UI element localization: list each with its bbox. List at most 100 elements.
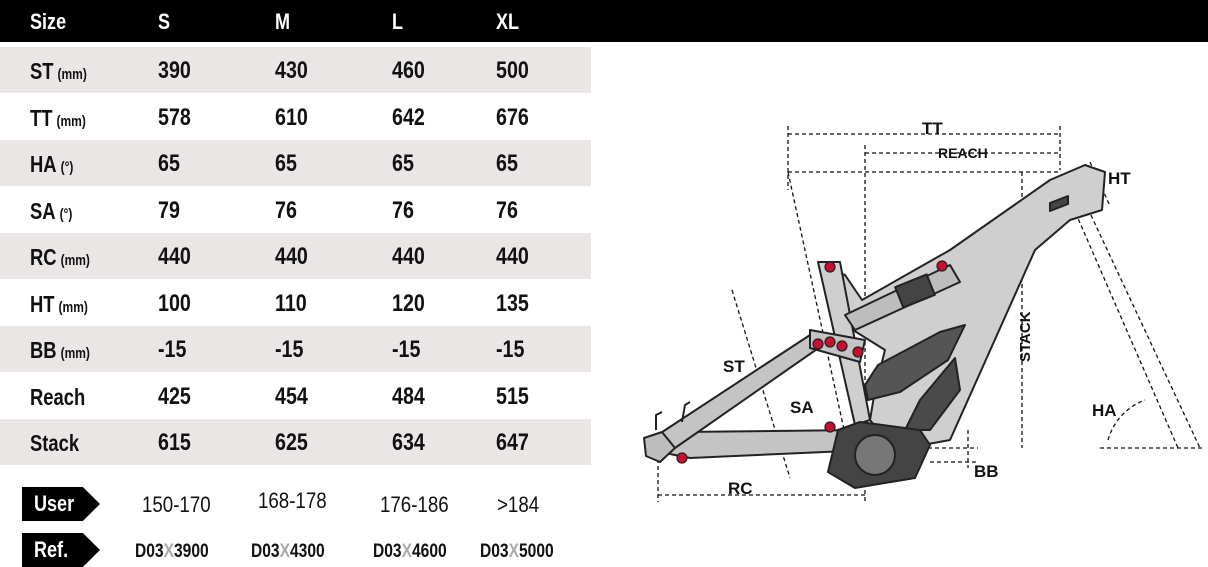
table-cell: -15 [275, 336, 304, 363]
ref-code-prefix: D03 [251, 541, 280, 562]
ref-code-code: 4600 [411, 541, 447, 562]
battery [864, 324, 966, 401]
table-cell: 647 [496, 429, 529, 456]
ref-code-prefix: D03 [135, 541, 164, 562]
table-cell: 615 [158, 429, 191, 456]
table-header: Size S M L XL [0, 0, 1208, 42]
user-range-xl: >184 [497, 492, 540, 517]
ref-code-x: X [401, 541, 412, 562]
table-cell: 110 [275, 289, 307, 317]
ref-code-x: X [279, 541, 290, 562]
table-cell: 76 [275, 196, 297, 224]
row-label-text: SA [30, 197, 56, 224]
row-label-text: Reach [30, 383, 86, 410]
rc-label: RC [728, 479, 753, 498]
table-row: Stack 615 625 634 647 [0, 419, 591, 465]
table-row: TT(mm) 578 610 642 676 [0, 94, 591, 140]
table-cell: 76 [392, 196, 414, 224]
row-unit: (mm) [56, 112, 86, 130]
pivot-point [812, 338, 824, 350]
table-cell: -15 [496, 336, 525, 363]
table-cell: 625 [275, 429, 308, 456]
header-size-l: L [392, 9, 404, 34]
st-label: ST [723, 357, 745, 376]
table-cell: 390 [158, 57, 191, 84]
table-cell: 76 [496, 196, 518, 224]
row-unit: (°) [60, 159, 74, 176]
table-row: ST(mm) 390 430 460 500 [0, 47, 591, 93]
table-row: SA(°) 79 76 76 76 [0, 187, 591, 233]
user-range-l: 176-186 [380, 492, 449, 517]
table-cell: 430 [275, 57, 308, 84]
row-label: ST(mm) [30, 47, 87, 93]
row-unit: (mm) [60, 345, 90, 362]
table-cell: 425 [158, 382, 191, 410]
table-cell: 676 [496, 103, 529, 131]
user-range-m: 168-178 [258, 488, 327, 513]
table-cell: 634 [392, 429, 425, 456]
reach-label: REACH [938, 145, 988, 161]
row-label-text: BB [30, 337, 57, 363]
table-cell: 642 [392, 103, 425, 131]
header-size-label: Size [30, 9, 67, 34]
tt-label: TT [922, 119, 943, 138]
table-cell: 65 [158, 150, 180, 177]
pivot-point [824, 261, 836, 273]
ref-code: D03X5000 [480, 537, 554, 567]
row-label: TT(mm) [30, 94, 86, 140]
pivot-point [936, 260, 948, 272]
table-cell: 578 [158, 103, 191, 131]
table-cell: 460 [392, 57, 425, 84]
ht-label: HT [1108, 169, 1131, 188]
bike-geometry-diagram: TT REACH HT ST SA STACK HA RC BB [643, 119, 1202, 502]
row-label: HT(mm) [30, 280, 88, 326]
row-label: BB(mm) [30, 326, 90, 372]
table-cell: 515 [496, 382, 529, 410]
table-cell: -15 [392, 336, 421, 363]
table-cell: 440 [392, 243, 425, 270]
table-cell: 79 [158, 196, 180, 224]
row-unit: (mm) [57, 66, 87, 83]
row-label: Stack [30, 419, 79, 465]
ha-dimension-line [1069, 199, 1179, 449]
pivot-point [824, 421, 836, 433]
ref-code-code: 4300 [289, 541, 325, 562]
pivot-point [836, 340, 848, 352]
header-size-s: S [158, 9, 171, 34]
bb-label: BB [974, 462, 999, 481]
table-cell: 610 [275, 103, 308, 131]
table-cell: 65 [275, 150, 297, 177]
row-label-text: Stack [30, 430, 80, 456]
pivot-point [824, 336, 836, 348]
table-row: BB(mm) -15 -15 -15 -15 [0, 326, 591, 372]
user-tag: User [22, 487, 100, 521]
header-size-m: M [275, 9, 291, 34]
ref-code: D03X4300 [251, 537, 325, 567]
row-label: RC(mm) [30, 233, 90, 279]
table-cell: 135 [496, 289, 529, 317]
user-range-s: 150-170 [142, 492, 211, 517]
row-unit: (mm) [58, 298, 88, 316]
row-label: HA(°) [30, 140, 73, 186]
ref-code-prefix: D03 [373, 541, 402, 562]
row-label-text: HT [30, 290, 55, 317]
table-cell: 440 [275, 243, 308, 270]
row-label: Reach [30, 373, 85, 419]
row-unit: (mm) [60, 252, 90, 269]
ref-code-x: X [163, 541, 174, 562]
sa-label: SA [790, 398, 814, 417]
table-cell: 500 [496, 57, 529, 84]
ref-code: D03X4600 [373, 537, 447, 567]
row-label: SA(°) [30, 187, 72, 233]
row-label-text: RC [30, 244, 57, 270]
table-cell: 120 [392, 289, 425, 317]
ref-code-code: 3900 [173, 541, 209, 562]
table-cell: -15 [158, 336, 187, 363]
header-size-xl: XL [496, 9, 520, 34]
table-cell: 484 [392, 382, 425, 410]
ref-code-code: 5000 [518, 541, 554, 562]
table-cell: 440 [496, 243, 529, 270]
ref-tag: Ref. [22, 533, 100, 567]
